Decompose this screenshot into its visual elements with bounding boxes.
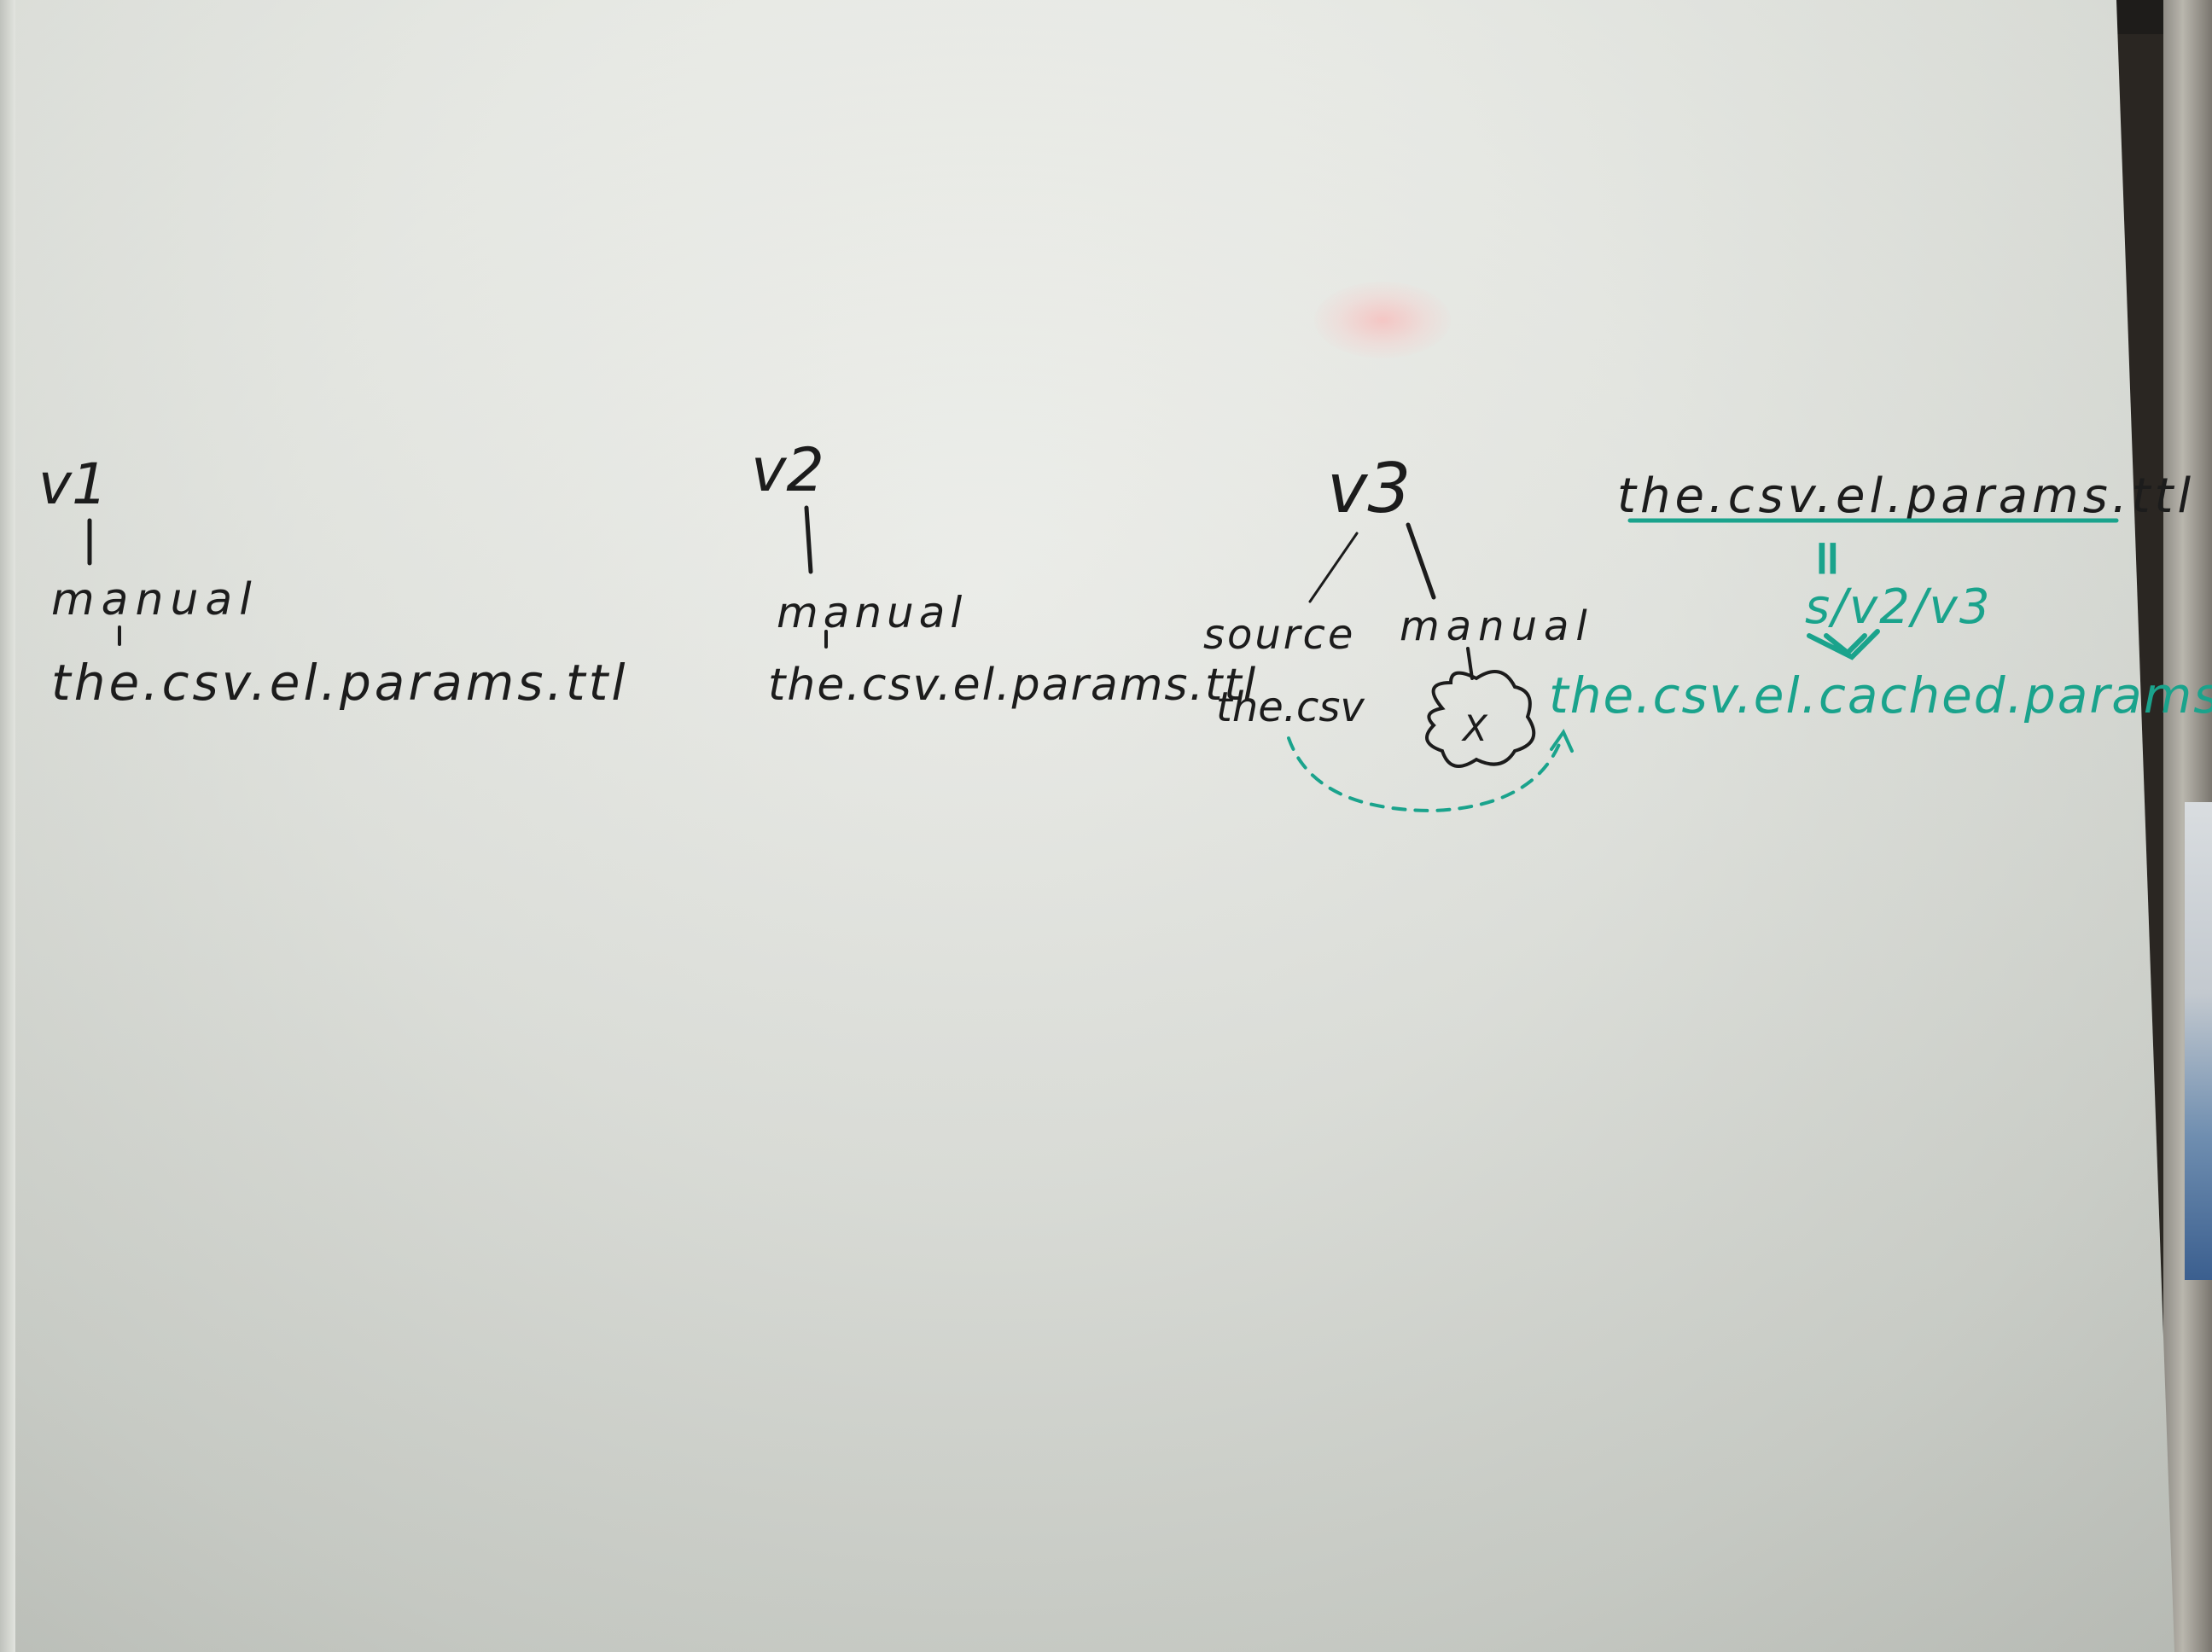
- dashed-arrow-head: [1550, 728, 1574, 753]
- v2-connector-line: [804, 505, 813, 574]
- cache-header-file: the.csv.el.params.ttl: [1617, 468, 2195, 524]
- cache-versions-label: s/v2/v3: [1805, 579, 1991, 635]
- monitor-edge: [2185, 802, 2212, 1280]
- v1-title: v1: [38, 451, 108, 517]
- v3-source-label: source: [1203, 611, 1355, 659]
- v3-right-branch: [1406, 522, 1436, 600]
- cloud-mark: X: [1461, 707, 1488, 749]
- v3-left-branch: [1308, 532, 1359, 603]
- v2-manual-label: manual: [777, 588, 967, 637]
- v1-manual-label: manual: [51, 574, 259, 625]
- v1-params-file: the.csv.el.params.ttl: [51, 654, 629, 712]
- v3-manual-label: manual: [1400, 602, 1594, 650]
- v2-params-file: the.csv.el.params.ttl: [768, 660, 1257, 711]
- light-reflection: [1314, 282, 1451, 358]
- v3-manual-connector: [1466, 647, 1474, 680]
- v2-title: v2: [751, 435, 824, 505]
- cloud-icon: [1425, 670, 1536, 768]
- whiteboard-left-frame: [0, 0, 15, 1652]
- dashed-arrow-curve: [1287, 736, 1563, 813]
- cache-output-file: the.csv.el.cached.params.ttl: [1549, 666, 2212, 724]
- v3-title: v3: [1327, 449, 1411, 528]
- cache-down-arrow: [1807, 629, 1880, 660]
- cache-equals-sign: =: [1800, 538, 1858, 579]
- v3-source-file: the.csv: [1216, 683, 1365, 731]
